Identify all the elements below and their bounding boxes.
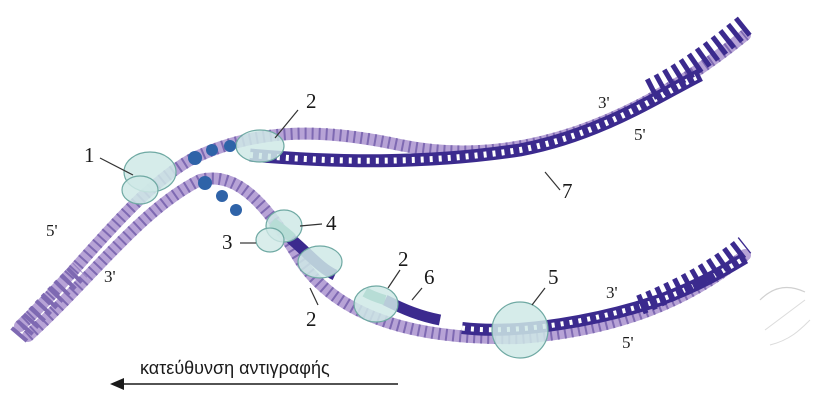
leader-6 — [412, 288, 422, 300]
end-left-3prime: 3' — [104, 267, 116, 286]
leader-4 — [300, 224, 322, 226]
label-polymerase-top: 2 — [306, 89, 317, 113]
partial-sketch-right-edge — [760, 287, 810, 345]
end-top-5prime: 5' — [634, 125, 646, 144]
label-ligase: 5 — [548, 265, 559, 289]
ssb-region — [256, 228, 284, 252]
leader-2-low — [388, 270, 400, 288]
end-left-5prime: 5' — [46, 221, 58, 240]
ssb-bead-3 — [224, 140, 236, 152]
end-bottom-3prime: 3' — [606, 283, 618, 302]
replication-direction-caption: κατεύθυνση αντιγραφής — [140, 358, 330, 378]
label-leading-strand: 7 — [562, 179, 573, 203]
polymerase-top — [236, 130, 284, 162]
label-okazaki: 6 — [424, 265, 435, 289]
ligase-enzyme — [492, 302, 548, 358]
polymerase-mid — [298, 246, 342, 278]
label-helicase: 1 — [84, 143, 95, 167]
ssb-bead-5 — [216, 190, 228, 202]
left-arrow-icon — [110, 378, 398, 390]
ssb-bead-4 — [198, 176, 212, 190]
ssb-bead-1 — [188, 151, 202, 165]
helicase-enzyme-2 — [122, 176, 158, 204]
leader-7 — [545, 172, 560, 190]
ssb-bead-6 — [230, 204, 242, 216]
label-polymerase-mid: 2 — [306, 307, 317, 331]
label-primase: 4 — [326, 211, 337, 235]
end-top-3prime: 3' — [598, 93, 610, 112]
end-bottom-5prime: 5' — [622, 333, 634, 352]
ssb-bead-2 — [206, 144, 218, 156]
polymerase-low — [354, 286, 398, 322]
label-polymerase-low: 2 — [398, 247, 409, 271]
leader-2-mid — [310, 288, 318, 305]
leader-5 — [532, 288, 545, 305]
label-ssb: 3 — [222, 230, 233, 254]
